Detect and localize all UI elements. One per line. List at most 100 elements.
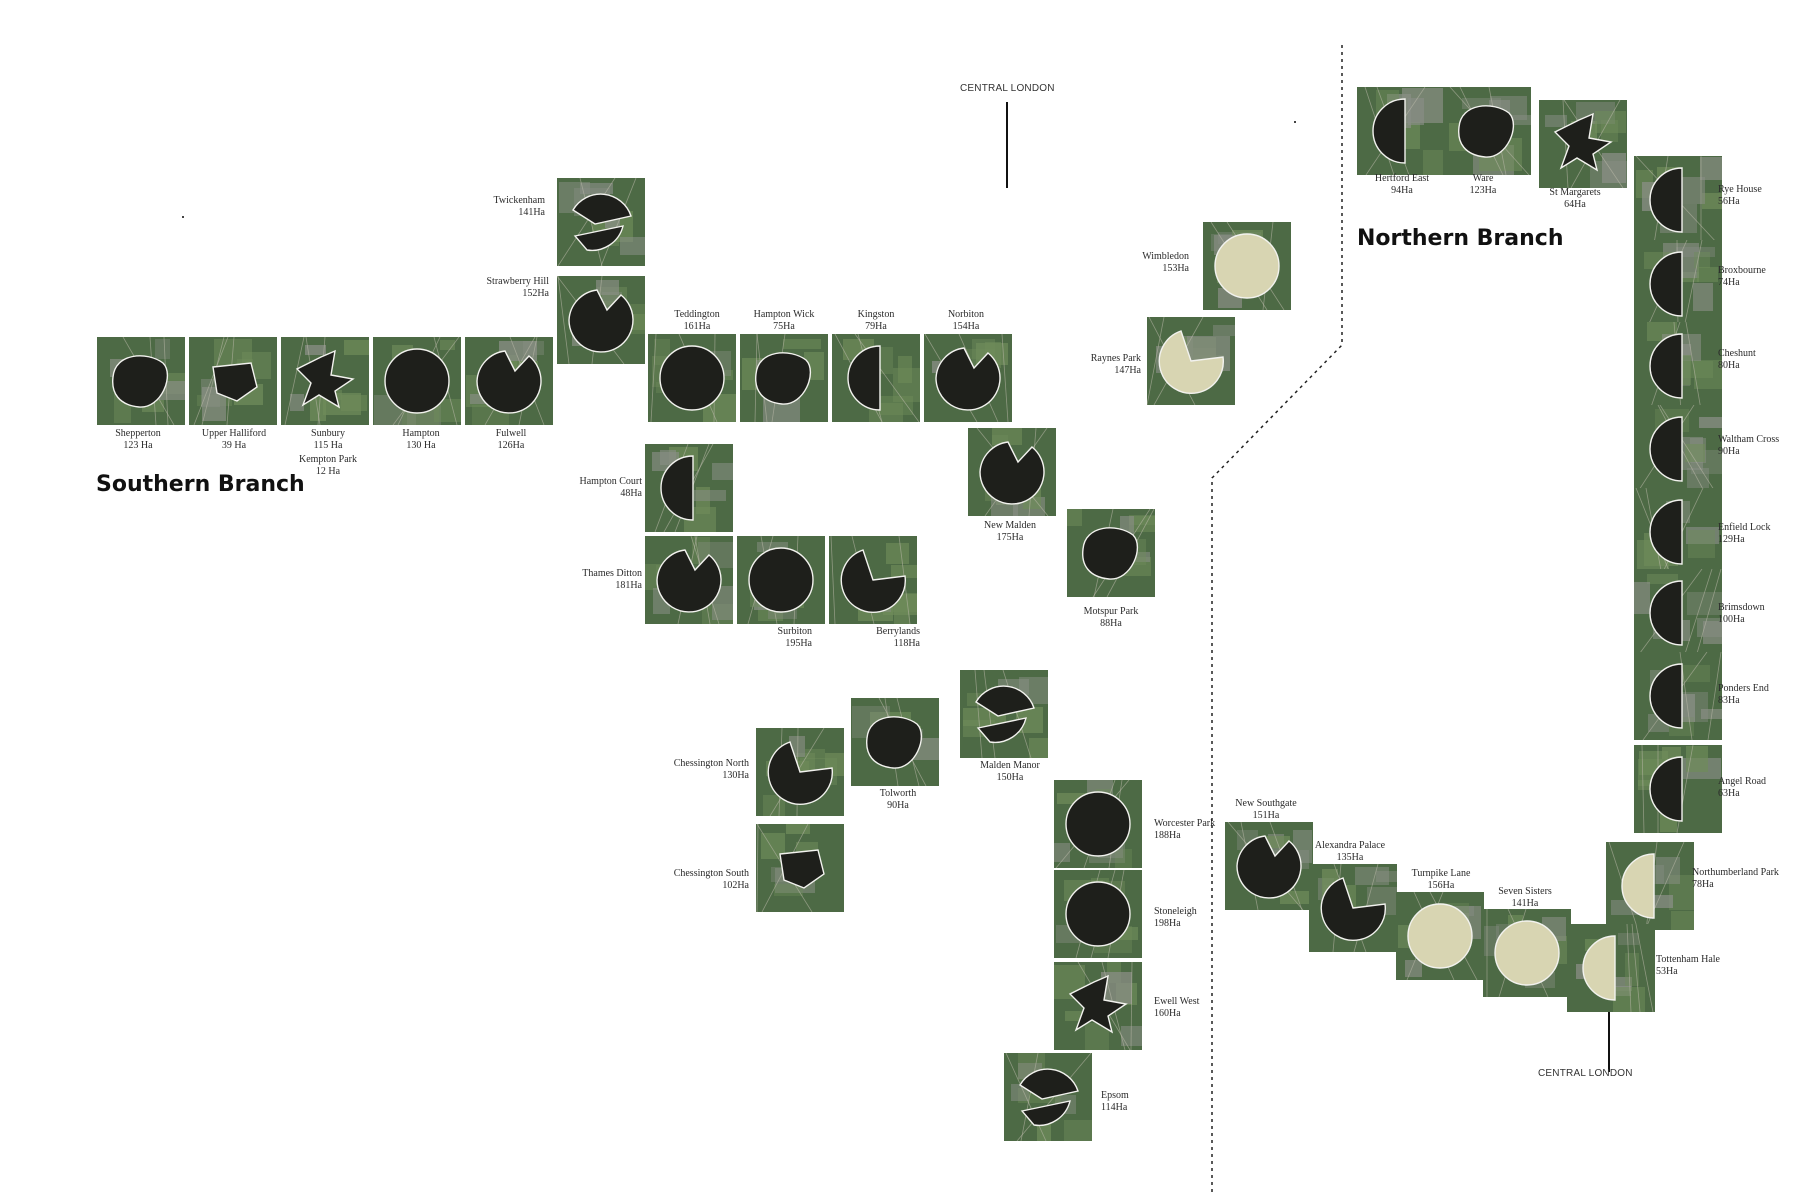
site-name: Wimbledon: [1142, 251, 1189, 262]
site-tile-fulwell[interactable]: [465, 337, 553, 425]
site-area: 100Ha: [1718, 614, 1745, 625]
site-tile-hampton[interactable]: [373, 337, 461, 425]
site-tile-twickenham[interactable]: [557, 178, 645, 266]
site-tile-turnpike-lane[interactable]: [1396, 892, 1484, 980]
site-area: 79Ha: [865, 321, 887, 332]
site-tile-thames-ditton[interactable]: [645, 536, 733, 624]
site-tile-sunbury[interactable]: [281, 337, 369, 425]
site-tile-ewell-west[interactable]: [1054, 962, 1142, 1050]
site-name: Norbiton: [947, 309, 985, 320]
site-name: Rye House: [1718, 184, 1762, 195]
site-name: Seven Sisters: [1498, 886, 1552, 897]
site-area: 63Ha: [1718, 788, 1740, 799]
site-area: 80Ha: [1718, 360, 1740, 371]
site-area: 130 Ha: [406, 440, 436, 451]
site-area: 83Ha: [1718, 695, 1740, 706]
site-tile-northumberland-park[interactable]: [1606, 842, 1694, 930]
site-name: Ponders End: [1718, 683, 1769, 694]
site-area: 160Ha: [1154, 1008, 1181, 1019]
site-area: 123Ha: [1469, 185, 1497, 196]
site-tile-enfield-lock[interactable]: [1634, 488, 1722, 576]
site-tile-new-malden[interactable]: [968, 428, 1056, 516]
site-area: 75Ha: [773, 321, 795, 332]
site-tile-teddington[interactable]: [648, 334, 736, 422]
site-tile-wimbledon[interactable]: [1203, 222, 1291, 310]
site-area: 88Ha: [1100, 618, 1122, 629]
site-tile-berrylands[interactable]: [829, 536, 917, 624]
site-name: Epsom: [1101, 1090, 1129, 1101]
site-area: 115 Ha: [313, 440, 343, 451]
site-tile-angel-road[interactable]: [1634, 745, 1722, 833]
site-tile-worcester-park[interactable]: [1054, 780, 1142, 868]
site-tile-hampton-wick[interactable]: [740, 334, 828, 422]
site-area: 198Ha: [1154, 918, 1181, 929]
site-tile-chessington-south[interactable]: [756, 824, 844, 912]
site-tile-strawberry-hill[interactable]: [557, 276, 645, 364]
map-dot: [1294, 121, 1296, 123]
site-tile-stoneleigh[interactable]: [1054, 870, 1142, 958]
site-area: 181Ha: [615, 580, 642, 591]
site-tile-rye-house[interactable]: [1634, 156, 1722, 244]
site-tile-motspur-park[interactable]: [1067, 509, 1155, 597]
site-tile-tolworth[interactable]: [851, 698, 939, 786]
site-area: 118Ha: [893, 638, 920, 649]
site-tile-surbiton[interactable]: [737, 536, 825, 624]
site-tile-kingston[interactable]: [832, 334, 920, 422]
site-tile-ponders-end[interactable]: [1634, 652, 1722, 740]
site-tile-broxbourne[interactable]: [1634, 240, 1722, 328]
site-area: 175Ha: [996, 532, 1024, 543]
site-tile-alexandra-palace[interactable]: [1309, 864, 1397, 952]
site-tile-hampton-court[interactable]: [645, 444, 733, 532]
site-tile-shepperton[interactable]: [97, 337, 185, 425]
site-name: Hampton: [402, 428, 440, 439]
site-name: New Malden: [984, 520, 1036, 531]
site-tile-chessington-north[interactable]: [756, 728, 844, 816]
site-name: Surbiton: [777, 626, 812, 637]
site-tile-tottenham-hale[interactable]: [1567, 924, 1655, 1012]
site-tile-raynes-park[interactable]: [1147, 317, 1235, 405]
site-tile-seven-sisters[interactable]: [1483, 909, 1571, 997]
site-tile-brimsdown[interactable]: [1634, 569, 1722, 657]
site-tile-malden-manor[interactable]: [960, 670, 1048, 758]
site-tile-new-southgate[interactable]: [1225, 822, 1313, 910]
site-name: Worcester Park: [1154, 818, 1216, 829]
site-area: 39 Ha: [221, 440, 247, 451]
site-tile-hertford-east[interactable]: [1357, 87, 1445, 175]
site-tile-st-margarets[interactable]: [1539, 100, 1627, 188]
site-area: 188Ha: [1154, 830, 1181, 841]
site-tile-norbiton[interactable]: [924, 334, 1012, 422]
site-tile-upper-halliford[interactable]: [189, 337, 277, 425]
site-area: 12 Ha: [315, 466, 341, 477]
site-tile-ware[interactable]: [1443, 87, 1531, 175]
site-name: Motspur Park: [1083, 606, 1139, 617]
site-area: 114Ha: [1101, 1102, 1128, 1113]
site-tile-epsom[interactable]: [1004, 1053, 1092, 1141]
site-tile-waltham-cross[interactable]: [1634, 405, 1722, 493]
site-area: 156Ha: [1427, 880, 1455, 891]
site-name: Northumberland Park: [1692, 867, 1779, 878]
site-tile-cheshunt[interactable]: [1634, 322, 1722, 410]
site-name: St Margarets: [1549, 187, 1601, 198]
central-london-label-top: CENTRAL LONDON: [960, 83, 1055, 94]
site-name: Raynes Park: [1090, 353, 1141, 364]
